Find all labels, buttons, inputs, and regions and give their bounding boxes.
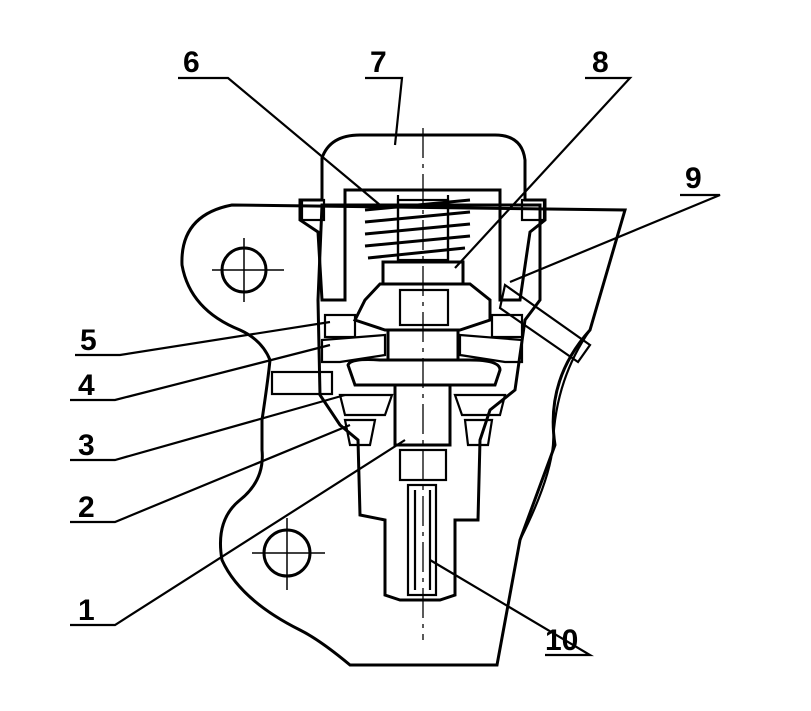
cap [298,133,547,302]
seal-rings [320,313,524,447]
callout-9: 9 [685,162,702,195]
callout-3: 3 [78,429,95,462]
callout-5: 5 [80,324,97,357]
bolt-hole-top [212,238,284,302]
callout-8: 8 [592,46,609,79]
callout-2: 2 [78,491,95,524]
callout-6: 6 [183,46,200,79]
callout-1: 1 [78,594,95,627]
callout-4: 4 [78,369,95,402]
callout-10: 10 [545,624,578,657]
callout-7: 7 [370,46,387,79]
valve-disk [346,328,502,482]
leader-lines [70,76,721,657]
bottom-pin [406,483,438,597]
bolt-hole-bottom [252,518,325,590]
valve-body [180,203,627,667]
